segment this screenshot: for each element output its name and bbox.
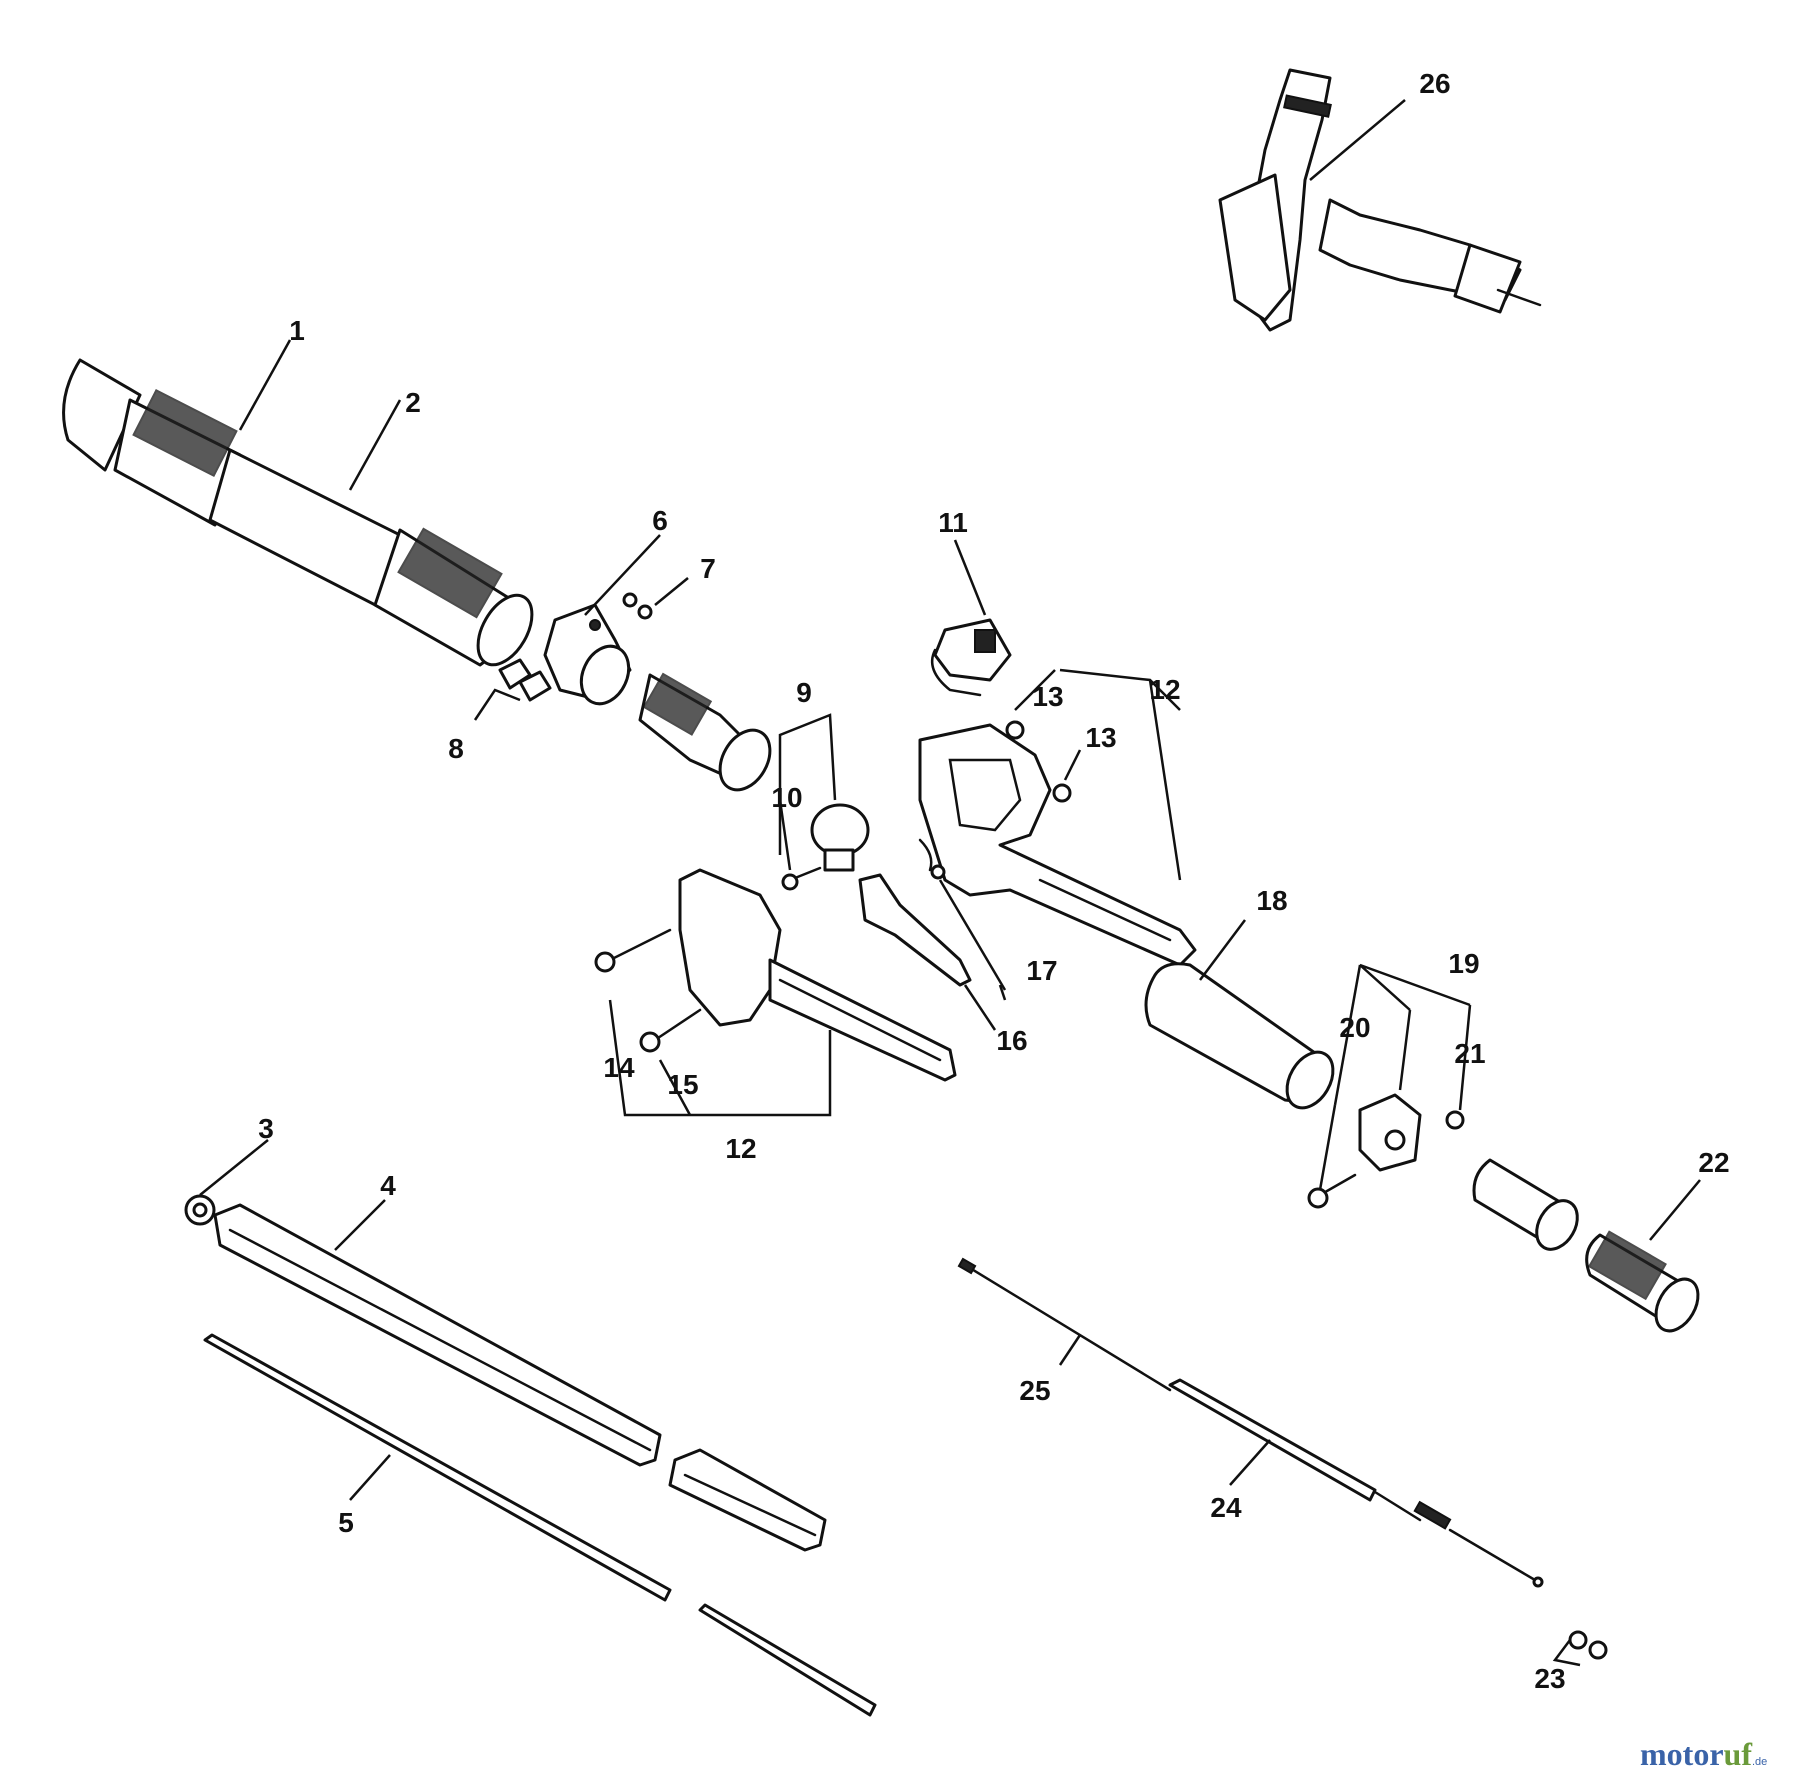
label-16: 16 — [996, 1025, 1027, 1056]
watermark-logo: motoruf.de — [1640, 1736, 1767, 1772]
label-11: 11 — [938, 507, 968, 538]
label-1: 1 — [289, 315, 305, 346]
nuts-13 — [1005, 720, 1072, 803]
label-9: 9 — [796, 677, 812, 708]
handle-half-left — [678, 868, 957, 1082]
drive-shaft — [203, 1333, 877, 1717]
clamp-bracket — [543, 603, 632, 706]
collar-ring — [781, 803, 870, 891]
label-12-bottom: 12 — [725, 1133, 756, 1164]
label-8: 8 — [448, 733, 464, 764]
label-18: 18 — [1256, 885, 1287, 916]
label-24: 24 — [1210, 1492, 1242, 1523]
screws-small — [498, 592, 653, 702]
label-20: 20 — [1339, 1012, 1370, 1043]
label-23: 23 — [1534, 1663, 1565, 1694]
grip-sleeve — [1144, 962, 1335, 1110]
bolts-14-15 — [594, 928, 702, 1053]
switch-unit — [930, 618, 1012, 697]
label-3: 3 — [258, 1113, 274, 1144]
nuts-23 — [1568, 1630, 1608, 1660]
clamp-19 — [1307, 1093, 1465, 1209]
knurled-sleeve — [638, 672, 772, 792]
throttle-trigger — [858, 838, 972, 987]
knurled-end-22 — [1585, 1230, 1700, 1333]
label-26: 26 — [1419, 68, 1450, 99]
leader-lines — [199, 99, 1701, 1667]
label-22: 22 — [1698, 1147, 1729, 1178]
star-washer — [184, 1194, 216, 1226]
label-15: 15 — [667, 1069, 698, 1100]
watermark-suffix: .de — [1752, 1756, 1767, 1768]
part-labels: 1 2 3 4 5 6 7 8 9 10 11 12 12 13 13 14 1… — [258, 68, 1729, 1694]
short-tube — [1472, 1158, 1579, 1251]
watermark-part2: uf — [1724, 1736, 1753, 1772]
label-13-a: 13 — [1032, 681, 1063, 712]
label-21: 21 — [1454, 1038, 1485, 1069]
watermark-part1: motor — [1640, 1736, 1724, 1772]
label-17: 17 — [1026, 955, 1057, 986]
label-4: 4 — [380, 1170, 396, 1201]
throttle-cable — [957, 1257, 1544, 1588]
label-19: 19 — [1448, 948, 1479, 979]
label-7: 7 — [700, 553, 716, 584]
label-5: 5 — [338, 1507, 354, 1538]
handle-half-right — [918, 723, 1197, 967]
shaft-liner — [213, 1203, 827, 1552]
label-12-top: 12 — [1149, 674, 1180, 705]
label-10: 10 — [771, 782, 802, 813]
svg-text:motoruf.de: motoruf.de — [1640, 1736, 1767, 1772]
label-25: 25 — [1019, 1375, 1050, 1406]
harness-strap — [1218, 68, 1542, 332]
label-2: 2 — [405, 387, 421, 418]
label-14: 14 — [603, 1052, 635, 1083]
label-6: 6 — [652, 505, 668, 536]
label-13-b: 13 — [1085, 722, 1116, 753]
main-shaft-tube — [62, 358, 534, 667]
